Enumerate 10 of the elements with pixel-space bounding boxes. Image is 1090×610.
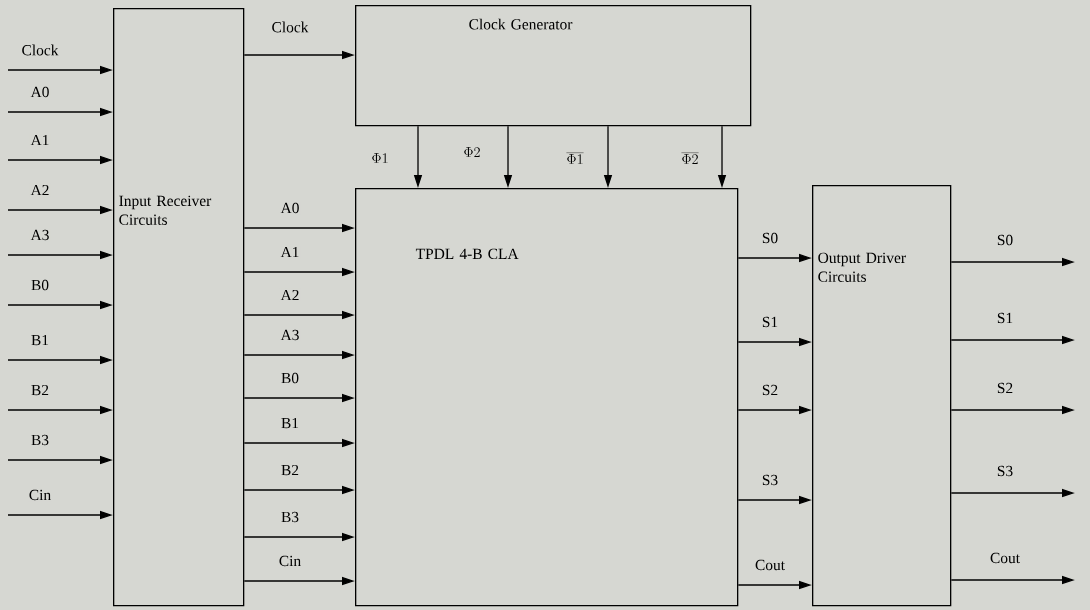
signal-label: B1 xyxy=(280,416,300,430)
circuit-block: Output Driver Circuits xyxy=(812,185,952,607)
signal-label: $\Phi 2$ xyxy=(462,146,482,158)
signal-label: $\overline{\Phi 1}$ xyxy=(565,151,585,165)
signal-label: $\Phi 1$ xyxy=(370,152,390,164)
signal-label: $\overline{\Phi 2}$ xyxy=(680,151,700,165)
circuit-block: TPDL 4-B CLA xyxy=(355,188,739,607)
circuit-block: Clock Generator xyxy=(355,5,752,127)
signal-label: B1 xyxy=(30,333,50,347)
circuit-block: Input Receiver Circuits xyxy=(113,8,245,607)
